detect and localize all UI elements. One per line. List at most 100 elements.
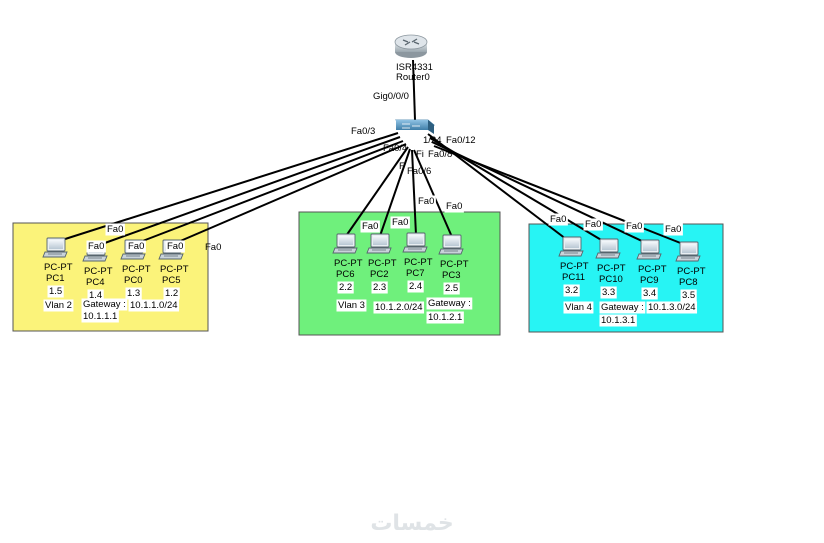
switch-port-label-fa0-6: Fa0/6	[407, 166, 431, 177]
pc-port-label: Fa0	[88, 241, 104, 252]
vlan4-network: 10.1.3.0/24	[648, 302, 696, 313]
label-bg	[599, 301, 646, 314]
pc-port-label-extra: Fa0	[205, 242, 221, 253]
pc-port-label: Fa0	[418, 196, 434, 207]
router-model-label: ISR4331	[396, 62, 433, 73]
label-bg	[336, 299, 367, 312]
pc-name-label: PC4	[86, 277, 104, 288]
pc-icon[interactable]	[595, 238, 621, 259]
label-bg	[373, 301, 425, 314]
pc-name-label: PC5	[162, 275, 180, 286]
label-bg	[81, 310, 119, 323]
pc-ip-bg	[125, 287, 142, 300]
vlan3-gateway-label: Gateway :	[428, 298, 471, 309]
vlan2-labels: Vlan 2 Gateway : 10.1.1.1 10.1.1.0/24	[43, 298, 180, 323]
port-label-bg	[360, 220, 380, 233]
link-switch-pc4	[101, 136, 401, 245]
label-bg	[563, 301, 594, 314]
pc-name-label: PC0	[124, 275, 142, 286]
pc-name-label: PC8	[679, 277, 697, 288]
pc-group: PC-PTPC11.5Fa0PC-PTPC41.4Fa0PC-PTPC01.3F…	[42, 195, 706, 302]
vlan3-gateway: 10.1.2.1	[428, 312, 462, 323]
pc-icon[interactable]	[366, 233, 392, 254]
link-router-switch	[412, 59, 416, 121]
pc-name-label: PC1	[46, 273, 64, 284]
pc-ip-bg	[47, 285, 64, 298]
pc-port-label: Fa0	[107, 224, 123, 235]
vlan4-gateway-label: Gateway :	[601, 302, 644, 313]
pc-ip-label: 3.5	[682, 290, 695, 301]
pc-icon[interactable]	[438, 234, 464, 255]
vlan2-network: 10.1.1.0/24	[130, 300, 178, 311]
pc-type-label: PC-PT	[368, 258, 397, 269]
vlan4-labels: Vlan 4 Gateway : 10.1.3.1 10.1.3.0/24	[563, 301, 698, 327]
pc-type-label: PC-PT	[677, 266, 706, 277]
pc-ip-label: 2.4	[409, 281, 422, 292]
pc-ip-label: 3.3	[602, 287, 615, 298]
pc-type-label: PC-PT	[122, 264, 151, 275]
pc-name-label: PC6	[336, 269, 354, 280]
pc-type-label: PC-PT	[440, 259, 469, 270]
pc-ip-bg	[641, 287, 658, 300]
link-switch-pc6	[345, 146, 409, 237]
link-switch-pc5	[177, 143, 407, 243]
pc-port-label: Fa0	[362, 221, 378, 232]
switch-icon[interactable]	[394, 119, 436, 134]
pc-port-label: Fa0	[585, 219, 601, 230]
port-label-bg	[165, 240, 185, 253]
pc-ip-label: 3.2	[565, 285, 578, 296]
switch-port-label-partial: 1/24	[423, 135, 442, 146]
pc-type-label: PC-PT	[44, 262, 73, 273]
pc-ip-bg	[563, 284, 580, 297]
router-icon[interactable]	[394, 34, 428, 58]
port-label-bg	[86, 240, 106, 253]
switch-port-label-fa0-3: Fa0/3	[351, 126, 375, 137]
pc-icon[interactable]	[636, 239, 662, 260]
pc-type-label: PC-PT	[638, 264, 667, 275]
label-bg	[43, 299, 74, 312]
switch-port-label-partial-f: F	[399, 161, 405, 172]
label-bg	[81, 298, 128, 311]
pc-port-label: Fa0	[550, 214, 566, 225]
vlan3-area	[298, 211, 501, 336]
pc-icon[interactable]	[332, 233, 358, 254]
label-bg	[646, 301, 698, 314]
pc-ip-label: 2.3	[373, 282, 386, 293]
watermark: خمسات	[370, 511, 453, 536]
pc-name-label: PC9	[640, 275, 658, 286]
pc-port-label: Fa0	[626, 221, 642, 232]
pc-ip-bg	[337, 281, 354, 294]
label-bg	[426, 297, 473, 310]
pc-ip-label: 1.3	[127, 288, 140, 299]
switch-port-label-fa0-4: Fa0/4	[383, 143, 407, 154]
port-label-bg	[548, 213, 568, 226]
pc-type-label: PC-PT	[404, 257, 433, 268]
pc-icon[interactable]	[675, 241, 701, 262]
pc-icon[interactable]	[558, 236, 584, 257]
pc-port-label: Fa0	[446, 201, 462, 212]
pc-name-label: PC2	[370, 269, 388, 280]
port-label-bg	[105, 223, 125, 236]
pc-ip-bg	[600, 286, 617, 299]
link-switch-pc3	[413, 149, 453, 238]
vlan4-name: Vlan 4	[565, 302, 592, 313]
switch-port-label-partial-fi: Fi	[416, 149, 424, 160]
port-label-bg	[624, 220, 644, 233]
vlan2-gateway: 10.1.1.1	[83, 311, 117, 322]
pc-icon[interactable]	[42, 237, 68, 258]
pc-name-label: PC10	[599, 274, 623, 285]
label-bg	[426, 311, 464, 324]
router-port-label: Gig0/0/0	[373, 91, 409, 102]
pc-ip-bg	[443, 282, 460, 295]
pc-icon[interactable]	[402, 232, 428, 253]
pc-port-label: Fa0	[665, 224, 681, 235]
port-label-bg	[444, 200, 464, 213]
router-name-label: Router0	[396, 72, 430, 83]
link-switch-pc1	[61, 132, 399, 241]
pc-ip-bg	[163, 287, 180, 300]
pc-ip-label: 2.2	[339, 282, 352, 293]
port-label-bg	[416, 195, 436, 208]
pc-ip-bg	[371, 281, 388, 294]
switch-port-label-fa0-12: Fa0/12	[446, 135, 476, 146]
